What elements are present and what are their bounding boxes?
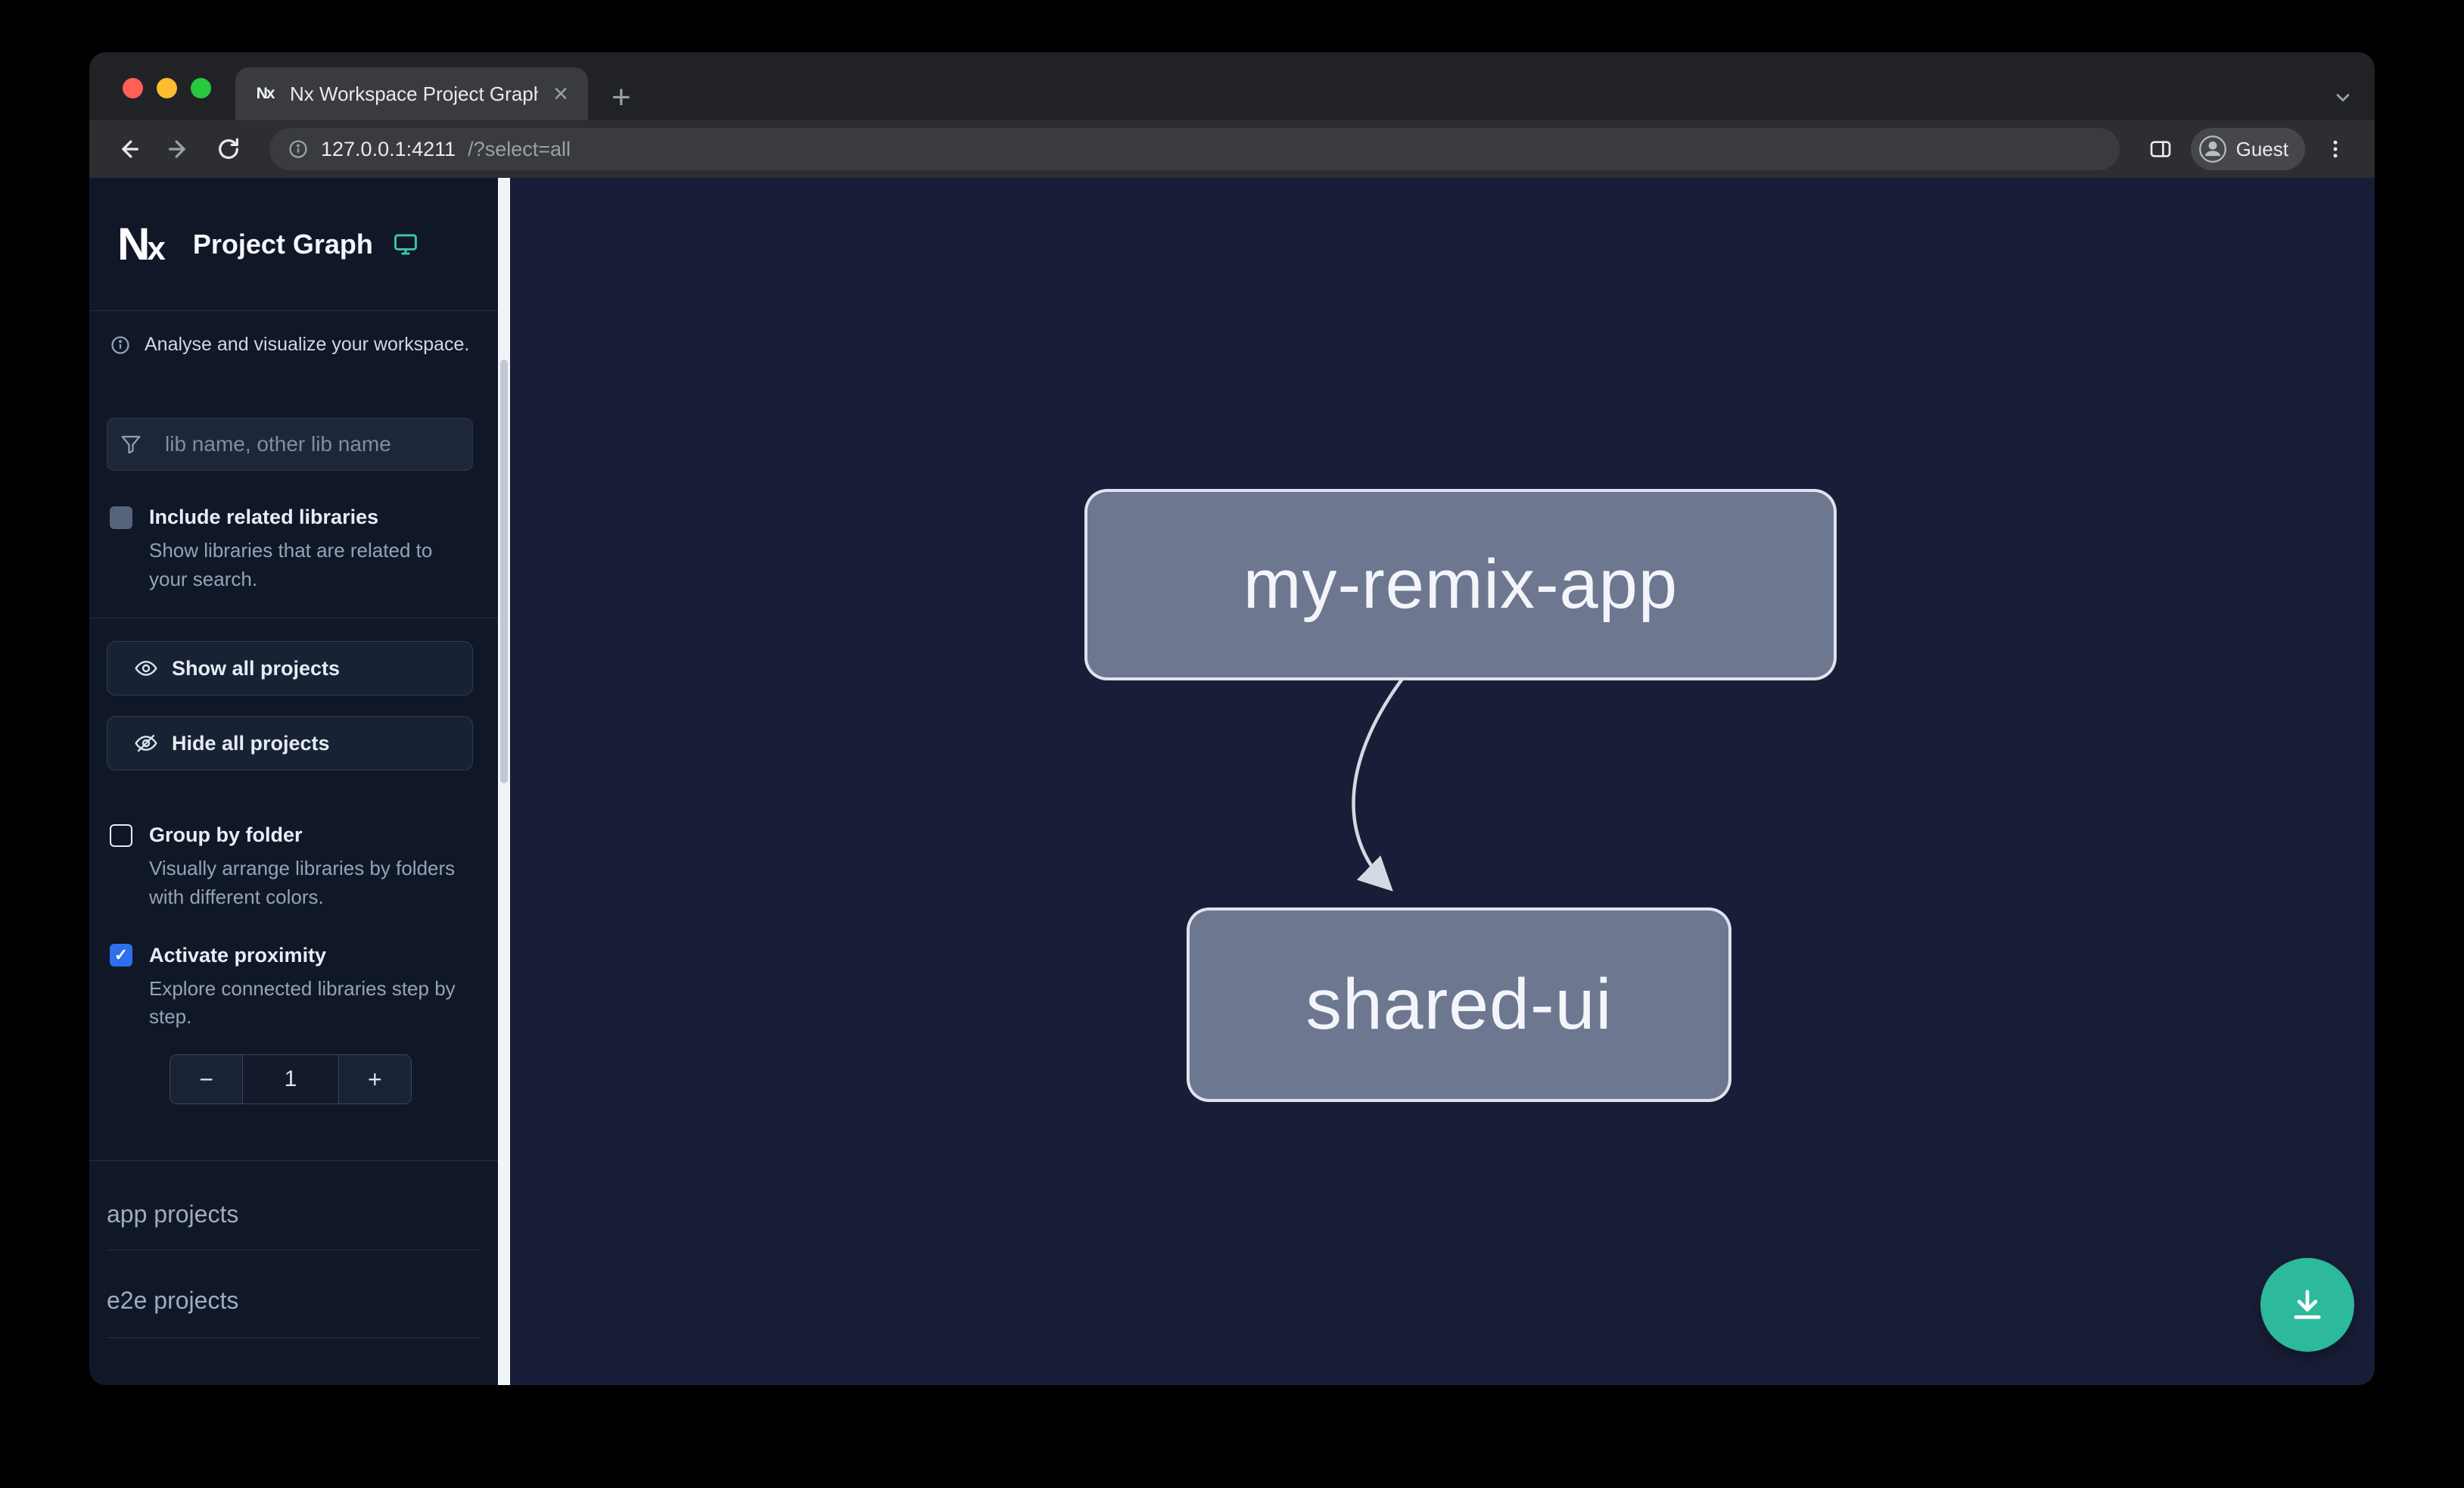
proximity-depth-stepper: − 1 + <box>170 1054 412 1105</box>
hide-all-projects-button[interactable]: Hide all projects <box>107 716 473 771</box>
tagline-row: Analyse and visualize your workspace. <box>110 334 475 356</box>
checkbox-box[interactable] <box>110 823 132 847</box>
new-tab-button[interactable]: + <box>611 79 631 116</box>
section-e2e-projects[interactable]: e2e projects <box>107 1250 481 1339</box>
node-label: my-remix-app <box>1243 546 1678 623</box>
browser-tab[interactable]: Nx Nx Workspace Project Graph × <box>235 67 588 120</box>
checkbox-include-related-libraries[interactable]: Include related libraries <box>110 506 498 529</box>
reload-icon[interactable] <box>209 129 248 169</box>
graph-node-my-remix-app[interactable]: my-remix-app <box>1084 489 1837 680</box>
sidebar-header: Nx Project Graph <box>89 178 498 311</box>
filter-input[interactable] <box>154 419 472 470</box>
eye-icon <box>135 661 157 677</box>
url-host: 127.0.0.1:4211 <box>321 137 456 160</box>
window-controls <box>123 78 211 98</box>
checkbox-box-checked[interactable]: ✓ <box>110 944 132 967</box>
browser-toolbar: 127.0.0.1:4211 /?select=all Guest <box>89 120 2375 178</box>
url-path: /?select=all <box>468 137 571 160</box>
checkbox-description: Explore connected libraries step by step… <box>149 976 456 1029</box>
download-graph-button[interactable] <box>2260 1258 2354 1352</box>
side-panel-icon[interactable] <box>2141 129 2180 169</box>
hide-all-projects-label: Hide all projects <box>172 731 330 755</box>
funnel-icon <box>107 419 154 470</box>
checkbox-description: Show libraries that are related to your … <box>149 539 433 590</box>
checkbox-activate-proximity[interactable]: ✓ Activate proximity <box>110 944 498 967</box>
tab-close-icon[interactable]: × <box>553 79 568 108</box>
show-all-projects-label: Show all projects <box>172 656 341 680</box>
back-icon[interactable] <box>109 129 148 169</box>
browser-window: Nx Nx Workspace Project Graph × + 127.0 <box>89 52 2375 1385</box>
profile-button[interactable]: Guest <box>2190 128 2305 170</box>
decrement-button[interactable]: − <box>170 1055 243 1104</box>
checkbox-group-by-folder[interactable]: Group by folder <box>110 823 498 847</box>
avatar-icon <box>2198 135 2226 163</box>
download-icon <box>2294 1290 2321 1319</box>
nx-favicon-icon: Nx <box>256 85 275 102</box>
divider <box>89 1160 498 1162</box>
scrollbar-thumb[interactable] <box>500 360 508 783</box>
filter-box <box>107 418 473 471</box>
info-icon <box>111 335 129 354</box>
graph-edge[interactable] <box>510 178 2375 1385</box>
profile-label: Guest <box>2235 137 2288 160</box>
sidebar: Nx Project Graph Analyse and visualize y… <box>89 178 498 1385</box>
forward-icon[interactable] <box>159 129 198 169</box>
minimize-window-button[interactable] <box>157 78 177 98</box>
increment-button[interactable]: + <box>338 1055 411 1104</box>
checkbox-label: Activate proximity <box>149 943 327 967</box>
page-content: Nx Project Graph Analyse and visualize y… <box>89 178 2375 1385</box>
section-app-projects[interactable]: app projects <box>107 1161 481 1251</box>
page-title: Project Graph <box>192 228 373 260</box>
tab-search-chevron-icon[interactable] <box>2332 87 2354 112</box>
show-all-projects-button[interactable]: Show all projects <box>107 641 473 696</box>
tab-strip: Nx Nx Workspace Project Graph × + <box>89 52 2375 120</box>
site-info-icon[interactable] <box>288 139 309 160</box>
checkbox-label: Group by folder <box>149 823 303 847</box>
zoom-window-button[interactable] <box>191 78 211 98</box>
graph-canvas[interactable]: my-remix-app shared-ui <box>510 178 2375 1385</box>
checkbox-description: Visually arrange libraries by folders wi… <box>149 857 456 909</box>
checkbox-label: Include related libraries <box>149 506 379 528</box>
stepper-value: 1 <box>242 1055 339 1104</box>
kebab-menu-icon[interactable] <box>2316 129 2355 169</box>
tagline-text: Analyse and visualize your workspace. <box>145 334 470 355</box>
checkbox-box[interactable] <box>110 506 132 529</box>
address-bar[interactable]: 127.0.0.1:4211 /?select=all <box>269 128 2120 170</box>
close-window-button[interactable] <box>123 78 143 98</box>
node-label: shared-ui <box>1305 964 1613 1044</box>
theme-toggle-monitor-icon[interactable] <box>393 232 418 257</box>
tab-title: Nx Workspace Project Graph <box>290 82 539 105</box>
sidebar-scrollbar[interactable] <box>498 178 510 1385</box>
graph-node-shared-ui[interactable]: shared-ui <box>1187 907 1731 1102</box>
eye-off-icon <box>135 734 157 752</box>
nx-logo: Nx <box>117 218 166 269</box>
